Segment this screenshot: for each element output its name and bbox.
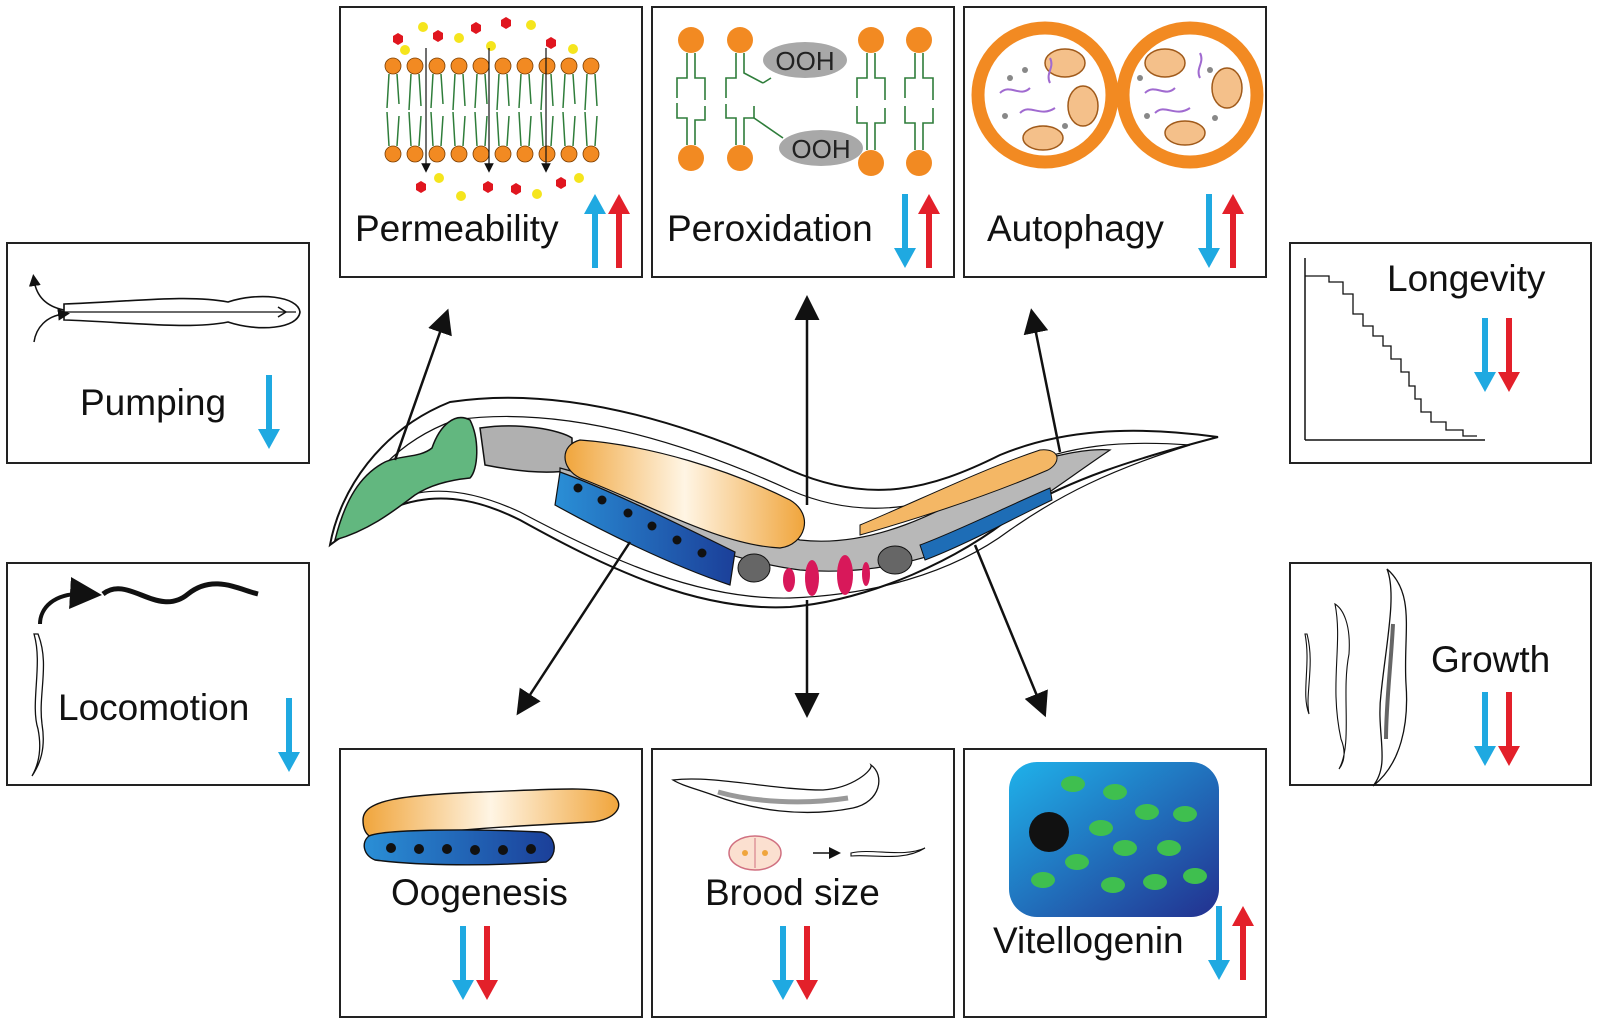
autophagy-panel: Autophagy bbox=[963, 6, 1267, 278]
oogenesis-panel: Oogenesis bbox=[339, 748, 643, 1018]
ooh-label-top: OOH bbox=[775, 46, 834, 76]
growth-panel: Growth bbox=[1289, 562, 1592, 787]
red-down-arrow bbox=[1498, 692, 1520, 766]
worm-embryos bbox=[737, 545, 913, 596]
locomotion-label: Locomotion bbox=[58, 687, 250, 728]
peroxidation-label: Peroxidation bbox=[667, 208, 873, 249]
blue-down-arrow bbox=[1198, 194, 1220, 268]
longevity-label: Longevity bbox=[1387, 258, 1546, 299]
red-down-arrow bbox=[1498, 318, 1520, 392]
pumping-change-arrows bbox=[258, 375, 280, 449]
arrow-to-vitellogenin bbox=[973, 544, 1048, 718]
peroxidation-panel: OOH OOH Peroxidation bbox=[651, 6, 955, 278]
locomotion-illustration bbox=[31, 577, 259, 777]
bilayer-heads bbox=[384, 57, 600, 163]
worm-gonad-posterior bbox=[859, 449, 1058, 536]
growth-label: Growth bbox=[1431, 639, 1551, 680]
red-up-arrow bbox=[918, 194, 940, 268]
blue-down-arrow bbox=[1474, 692, 1496, 766]
red-down-arrow bbox=[476, 926, 498, 1000]
oogenesis-illustration bbox=[362, 788, 620, 866]
locomotion-change-arrows bbox=[278, 698, 300, 772]
lipid-tails bbox=[676, 53, 934, 150]
arrow-to-autophagy bbox=[1023, 308, 1062, 453]
locomotion-panel: Locomotion bbox=[6, 562, 310, 786]
vitellogenin-cell-illustration bbox=[1009, 762, 1219, 917]
vitellogenin-change-arrows bbox=[1208, 906, 1254, 980]
blue-up-arrow bbox=[584, 194, 606, 268]
oogenesis-label: Oogenesis bbox=[391, 872, 568, 913]
oogenesis-change-arrows bbox=[452, 926, 498, 1000]
longevity-panel: Longevity bbox=[1289, 242, 1592, 464]
survival-curve-illustration bbox=[1304, 258, 1485, 441]
ion-particles-top bbox=[393, 17, 578, 55]
worm-intestine-anterior bbox=[479, 425, 573, 473]
autophagosome-illustration bbox=[971, 21, 1264, 169]
ion-particles-bottom bbox=[416, 173, 584, 201]
autophagy-change-arrows bbox=[1198, 194, 1244, 268]
pumping-label: Pumping bbox=[80, 382, 227, 423]
pumping-panel: Pumping bbox=[6, 242, 310, 464]
autophagy-label: Autophagy bbox=[987, 208, 1164, 249]
red-down-arrow bbox=[796, 926, 818, 1000]
bilayer-tails bbox=[386, 73, 598, 147]
oocyte-nuclei bbox=[573, 483, 707, 558]
lipid-peroxidation-illustration: OOH OOH bbox=[676, 27, 934, 176]
vitellogenin-granules bbox=[1031, 776, 1207, 893]
permeability-change-arrows bbox=[584, 194, 630, 268]
blue-down-arrow bbox=[278, 698, 300, 772]
blue-down-arrow bbox=[1474, 318, 1496, 392]
worm-inner-outline bbox=[343, 415, 1191, 599]
permeability-label: Permeability bbox=[355, 208, 559, 249]
growth-illustration bbox=[1304, 568, 1408, 787]
arrow-to-oogenesis bbox=[516, 541, 632, 716]
blue-down-arrow bbox=[894, 194, 916, 268]
brood-size-label: Brood size bbox=[705, 872, 880, 913]
ooh-bubble-bottom bbox=[779, 130, 863, 166]
permeability-panel: Permeability bbox=[339, 6, 643, 278]
central-arrows bbox=[393, 295, 1062, 718]
brood-size-illustration bbox=[671, 763, 926, 871]
peroxidation-change-arrows bbox=[894, 194, 940, 268]
blue-down-arrow bbox=[452, 926, 474, 1000]
autophagosome-left bbox=[971, 21, 1119, 169]
central-worm bbox=[328, 396, 1219, 609]
worm-oocytes-posterior bbox=[919, 487, 1053, 561]
red-up-arrow bbox=[1232, 906, 1254, 980]
blue-down-arrow bbox=[258, 375, 280, 449]
worm-gonad-anterior bbox=[564, 439, 806, 549]
ooh-bubble-top bbox=[763, 42, 847, 78]
growth-change-arrows bbox=[1474, 692, 1520, 766]
lipid-heads bbox=[678, 27, 932, 176]
autophagosome-right bbox=[1116, 21, 1264, 169]
brood-size-change-arrows bbox=[772, 926, 818, 1000]
longevity-change-arrows bbox=[1474, 318, 1520, 392]
red-up-arrow bbox=[1222, 194, 1244, 268]
ooh-label-bottom: OOH bbox=[791, 134, 850, 164]
blue-down-arrow bbox=[772, 926, 794, 1000]
permeation-arrows bbox=[421, 48, 551, 173]
arrow-to-permeability bbox=[393, 308, 452, 461]
pharynx-illustration bbox=[28, 274, 301, 343]
red-up-arrow bbox=[608, 194, 630, 268]
oocyte-nuclei bbox=[386, 843, 536, 855]
vitellogenin-label: Vitellogenin bbox=[993, 920, 1184, 961]
worm-pharynx bbox=[333, 417, 478, 542]
membrane-illustration bbox=[384, 17, 600, 201]
brood-size-panel: Brood size bbox=[651, 748, 955, 1018]
vitellogenin-panel: Vitellogenin bbox=[963, 748, 1267, 1018]
blue-down-arrow bbox=[1208, 906, 1230, 980]
